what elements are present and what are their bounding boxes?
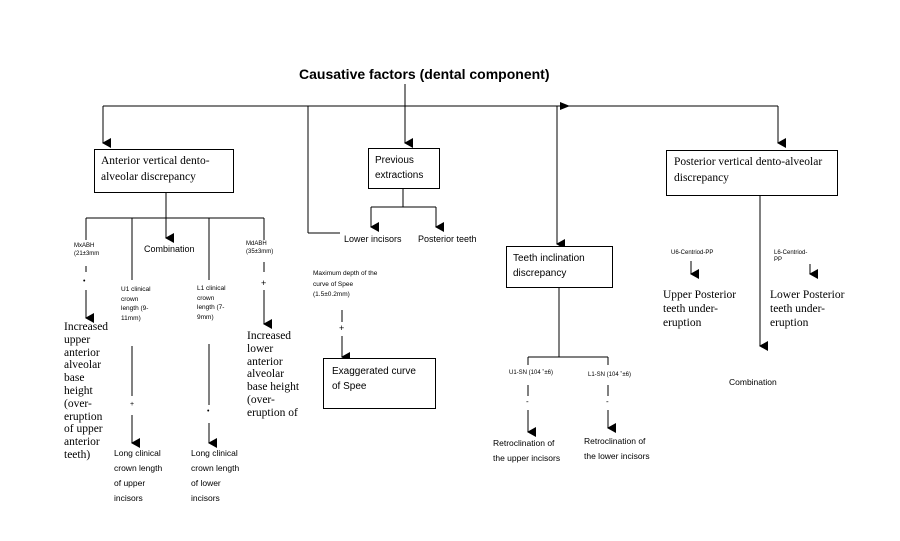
u1-sn-label: U1-SN (104 ˚±6)	[509, 370, 553, 376]
previous-extractions-box: Previous extractions	[368, 148, 440, 189]
anterior-vertical-box: Anterior vertical dento-alveolar discrep…	[94, 149, 234, 193]
diagram-title: Causative factors (dental component)	[299, 66, 550, 82]
l1-sn-label: L1-SN (104 ˚±6)	[588, 372, 631, 378]
posterior-teeth-label: Posterior teeth	[418, 234, 477, 244]
mdabh-sign: +	[261, 278, 267, 288]
posterior-combination-label: Combination	[729, 377, 777, 387]
anterior-combination-label: Combination	[144, 244, 195, 254]
spee-sign: +	[339, 323, 345, 333]
u1-sign: +	[130, 401, 135, 408]
u1-sn-sign: -	[526, 397, 529, 406]
mxabh-label: MxABH (21±3mm	[74, 243, 100, 257]
lower-incisors-label: Lower incisors	[344, 234, 402, 244]
mdabh-label: MdABH (35±3mm)	[246, 241, 274, 255]
posterior-vertical-box: Posterior vertical dento-alveolar discre…	[666, 150, 838, 196]
l6-centroid-label: L6-Centriod-PP	[774, 250, 808, 263]
exaggerated-spee-box: Exaggerated curve of Spee	[323, 358, 436, 409]
l1-sn-sign: -	[606, 397, 609, 406]
mxabh-sign: •	[83, 278, 86, 285]
teeth-inclination-box: Teeth inclination discrepancy	[506, 246, 613, 288]
u6-centroid-label: U6-Centriod-PP	[671, 250, 714, 256]
l1-sign: •	[207, 408, 210, 415]
